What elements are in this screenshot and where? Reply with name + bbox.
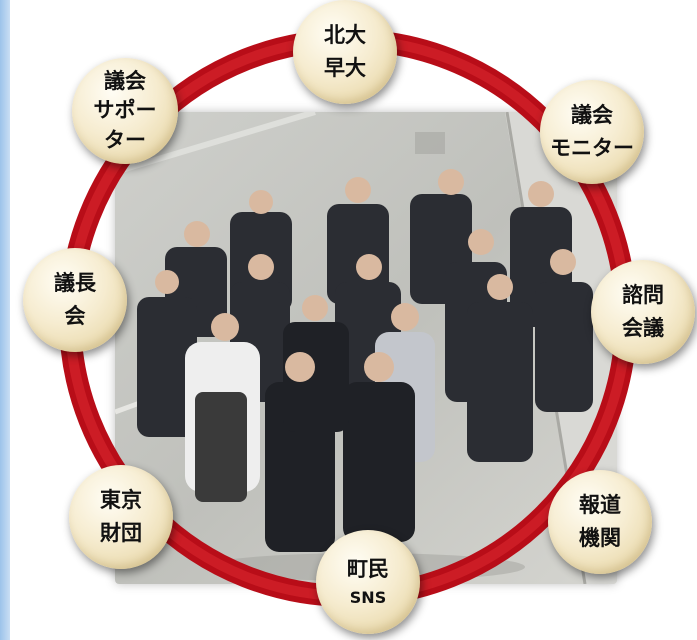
node-bottom-left-line1: 東京 (100, 488, 142, 513)
node-top[interactable]: 北大 早大 (293, 0, 397, 104)
node-left-line1: 議長 (54, 271, 96, 296)
group-photo (115, 112, 617, 584)
node-top-left-line1: 議会 (104, 68, 146, 93)
node-top-left[interactable]: 議会 サポー ター (72, 58, 178, 164)
accent-bar (0, 0, 10, 640)
node-left-line2: 会 (64, 304, 86, 328)
node-right-line2: 会議 (622, 316, 664, 340)
node-top-left-line3: ター (104, 127, 146, 152)
node-top-right[interactable]: 議会 モニター (540, 80, 644, 184)
node-bottom-right-line2: 機関 (579, 526, 621, 550)
node-top-left-line2: サポー (93, 98, 157, 123)
group-photo-icon (115, 112, 617, 584)
node-left[interactable]: 議長 会 (23, 248, 127, 352)
node-top-right-line1: 議会 (571, 103, 613, 128)
node-right[interactable]: 諮問 会議 (591, 260, 695, 364)
node-right-line1: 諮問 (622, 283, 664, 308)
node-bottom-left-line2: 財団 (100, 521, 142, 545)
node-bottom-right-line1: 報道 (579, 493, 621, 518)
node-top-right-line2: モニター (550, 136, 634, 160)
node-bottom[interactable]: 町民 SNS (316, 530, 420, 634)
node-top-line1: 北大 (324, 23, 366, 48)
node-bottom-left[interactable]: 東京 財団 (69, 465, 173, 569)
node-bottom-line2: SNS (349, 587, 387, 607)
node-top-line2: 早大 (324, 56, 366, 80)
node-bottom-right[interactable]: 報道 機関 (548, 470, 652, 574)
node-bottom-line1: 町民 (347, 557, 389, 582)
